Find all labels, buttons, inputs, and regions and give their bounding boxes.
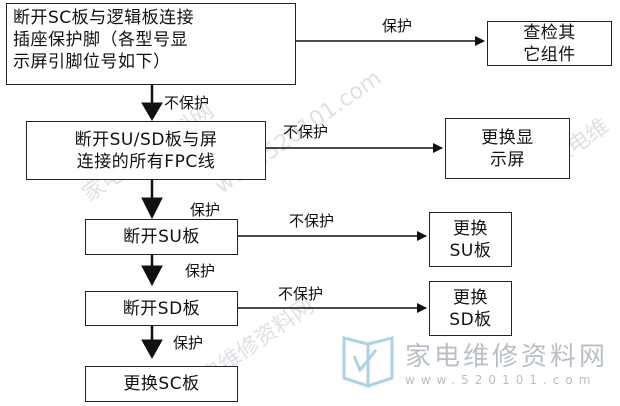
edge-label-no-protect: 不保护 [283,123,329,141]
node-line: 断开SU板 [123,227,200,247]
node-line: 更换 [453,218,488,239]
node-line: 更换 [453,287,488,308]
node-line: 它组件 [523,44,576,65]
edge-label-protect: 保护 [173,334,204,352]
node-line: 连接的所有FPC线 [76,151,216,172]
node-disconnect-su-board: 断开SU板 [85,219,238,255]
node-line: 更换显 [481,127,534,148]
node-disconnect-su-sd-fpc: 断开SU/SD板与屏 连接的所有FPC线 [26,121,266,180]
watermark-logo-icon [342,336,394,389]
node-replace-su-board: 更换 SU板 [429,212,512,267]
node-line: 更换SC板 [123,374,200,394]
node-disconnect-sc-protect-pins: 断开SC板与逻辑板连接 插座保护脚（各型号显 示屏引脚位号如下） [6,3,296,85]
node-replace-display: 更换显 示屏 [445,118,570,179]
node-line: 断开SU/SD板与屏 [74,129,218,150]
node-line: 插座保护脚（各型号显 [13,30,188,50]
edge-label-protect: 保护 [382,17,413,35]
node-disconnect-sd-board: 断开SD板 [85,291,238,326]
edge-label-no-protect: 不保护 [278,285,324,303]
node-line: 示屏引脚位号如下） [13,52,171,72]
node-replace-sd-board: 更换 SD板 [429,281,512,336]
arrow-n2-to-n3 [141,197,163,220]
node-check-other-components: 查检其 它组件 [487,21,612,66]
node-line: SD板 [449,309,492,330]
arrow-n4-to-n5 [141,339,163,360]
node-line: 示屏 [490,149,525,170]
edge-label-protect: 保护 [185,262,216,280]
edge-label-no-protect: 不保护 [164,94,210,112]
node-replace-sc-board: 更换SC板 [85,366,238,402]
node-line: 断开SD板 [122,298,201,319]
node-line: 查检其 [523,22,576,43]
arrow-n1-to-n2 [141,102,163,121]
node-line: SU板 [449,240,492,261]
node-line: 断开SC板与逻辑板连接 [13,8,195,28]
arrow-n3-to-n4 [141,265,163,287]
edge-label-protect: 保护 [190,201,221,219]
edge-label-no-protect: 不保护 [289,212,335,230]
